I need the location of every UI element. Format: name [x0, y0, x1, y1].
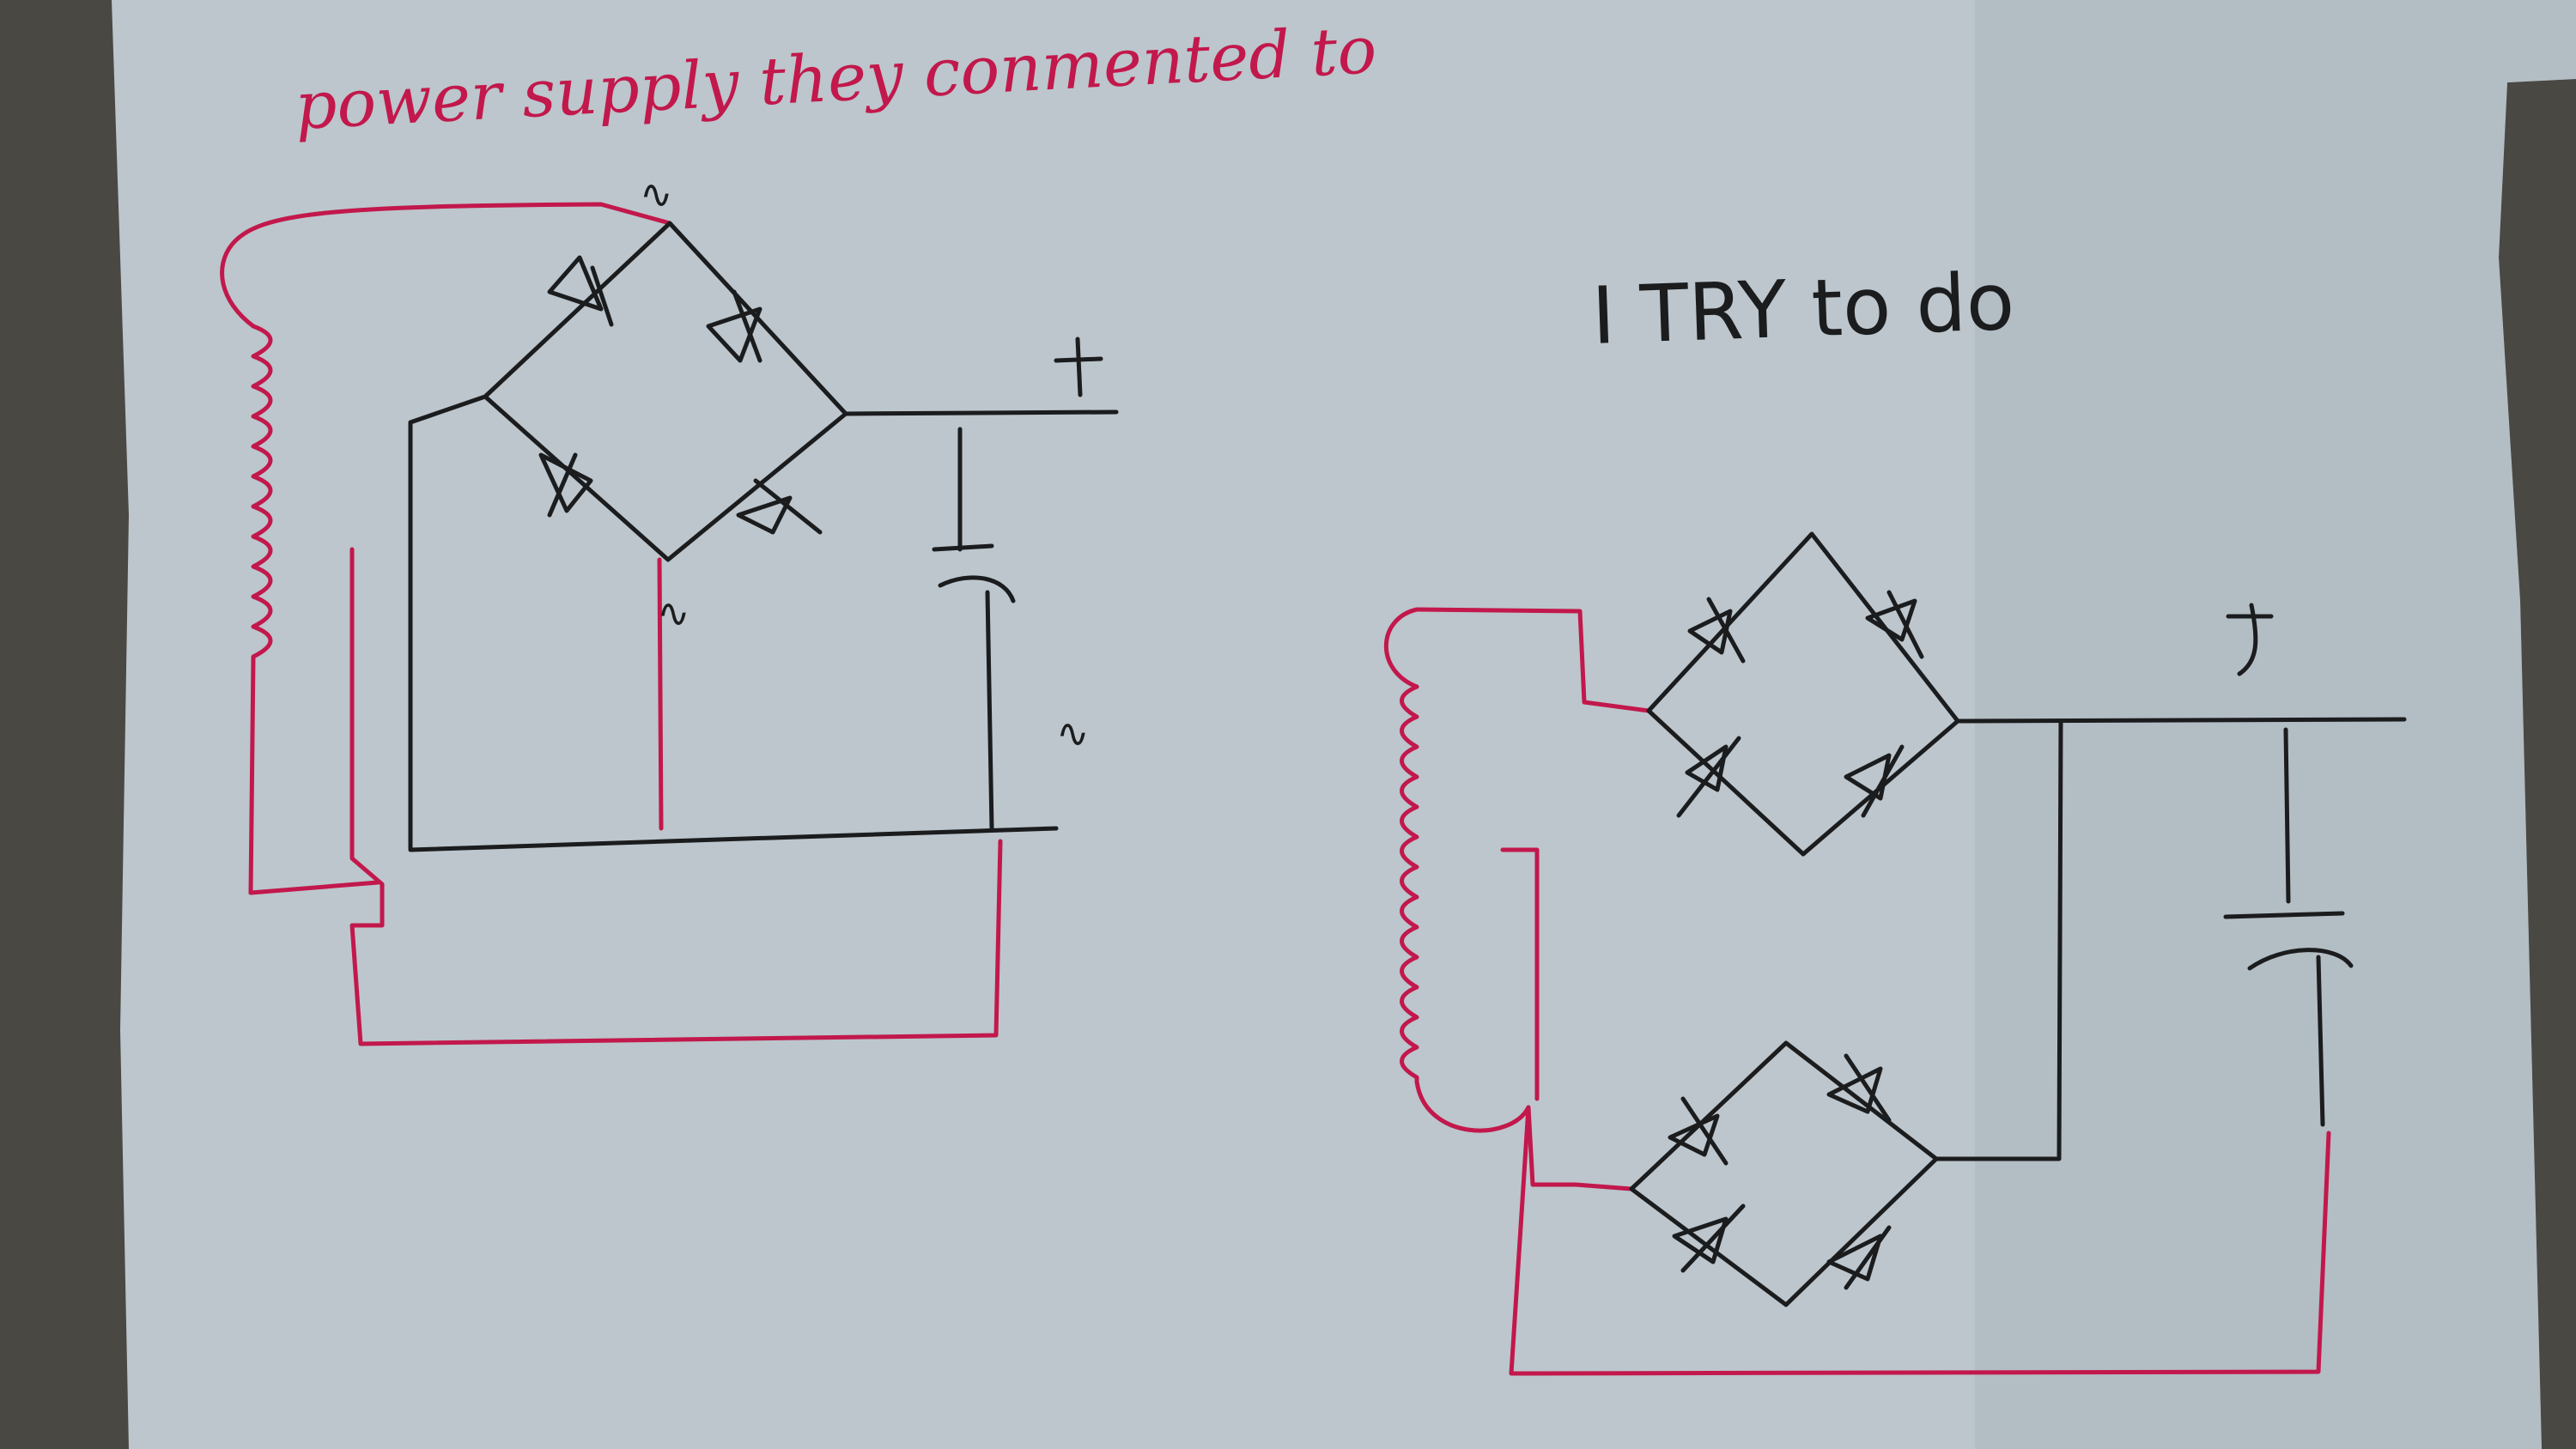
right-output-wiring [1934, 603, 2407, 1161]
right-bottom-diode-3 [1672, 1203, 1746, 1273]
right-circuit-diagram: I TRY to do [1383, 256, 2407, 1376]
left-diode-3 [538, 452, 593, 518]
right-bottom-diode-4 [1826, 1225, 1892, 1290]
right-top-diode-3 [1676, 736, 1741, 818]
paper-shading [1975, 0, 2576, 1449]
left-bridge-rectifier [408, 221, 1119, 852]
left-bottom-ac-mark: ∿ [657, 590, 690, 636]
right-bottom-diode-1 [1668, 1096, 1728, 1166]
left-top-ac-mark: ∿ [640, 171, 673, 217]
paper-sheet [112, 0, 2576, 1449]
right-diagram-caption: I TRY to do [1590, 256, 2016, 362]
left-transformer-winding [220, 202, 1003, 1046]
right-bridge-top [1646, 531, 1960, 857]
left-right-ac-mark: ∿ [1056, 710, 1090, 756]
left-diode-4 [736, 478, 823, 535]
right-top-diode-2 [1865, 590, 1924, 659]
right-bottom-diode-2 [1826, 1053, 1892, 1123]
right-transformer-winding [1383, 607, 2331, 1376]
left-diode-1 [547, 255, 614, 327]
left-diode-2 [706, 289, 762, 363]
right-top-diode-4 [1844, 744, 1905, 818]
right-top-diode-1 [1687, 597, 1746, 664]
